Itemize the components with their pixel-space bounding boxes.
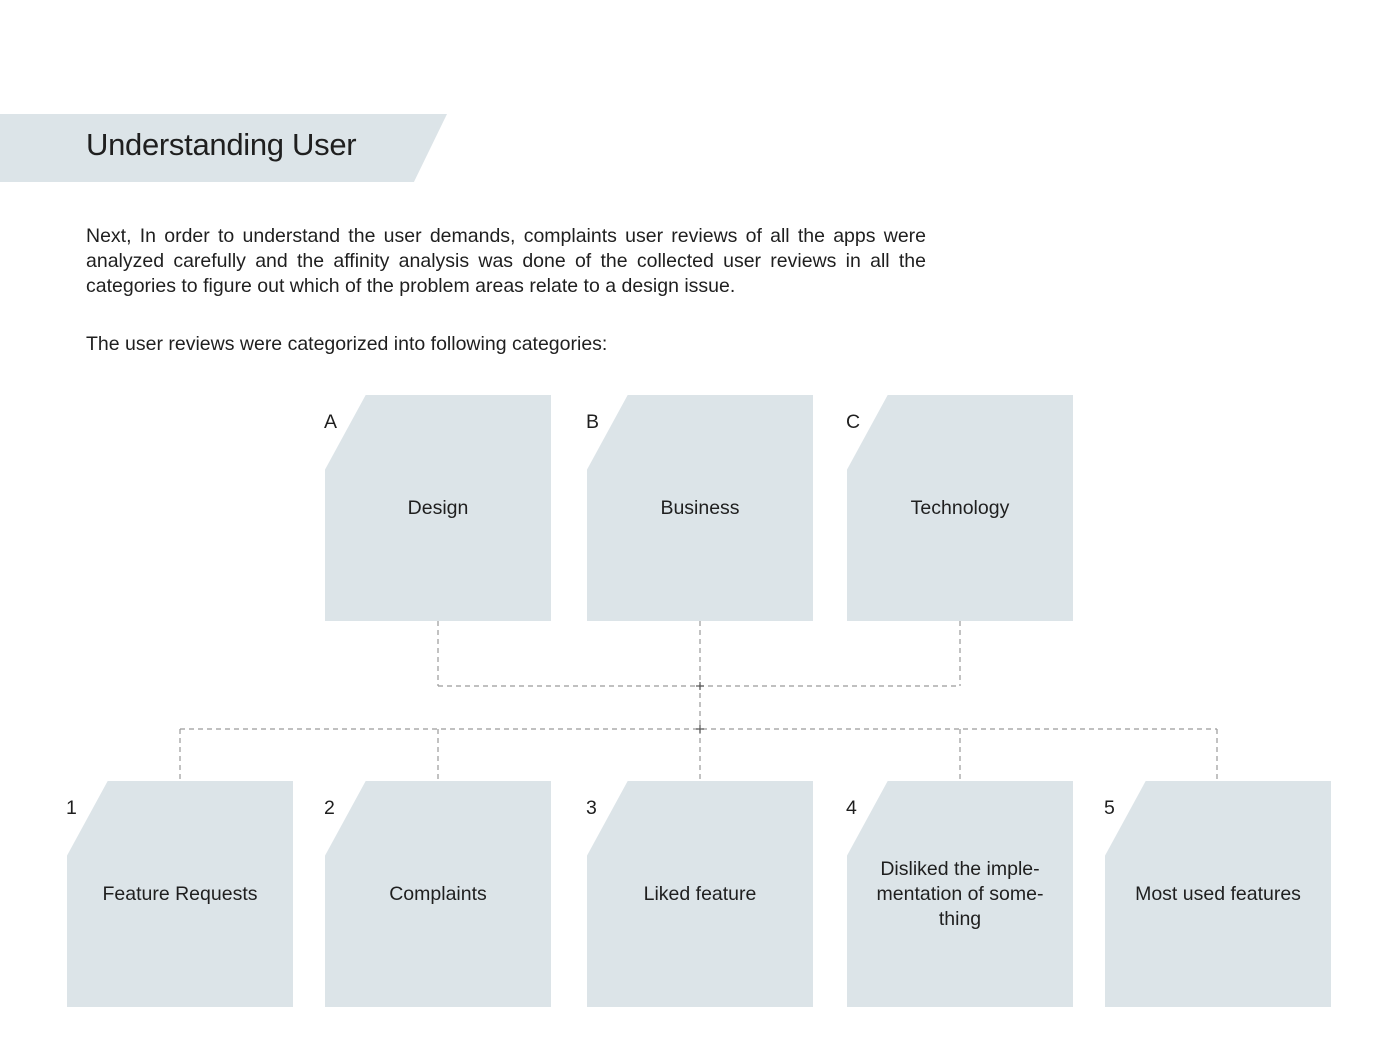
category-label-liked-feature: Liked feature	[643, 882, 757, 905]
category-number-3: 3	[586, 797, 597, 819]
category-label-most-used-features: Most used features	[1135, 882, 1301, 905]
category-card-disliked-implementation: Disliked the imple-mentation of some-thi…	[847, 781, 1073, 1007]
category-card-business: Business	[587, 395, 813, 621]
category-label-design: Design	[407, 496, 469, 519]
page-title: Understanding User	[86, 127, 357, 162]
category-letter-b: B	[586, 411, 600, 433]
category-label-complaints: Complaints	[389, 882, 487, 905]
category-letter-c: C	[846, 411, 861, 433]
intro-paragraph: Next, In order to understand the user de…	[86, 225, 926, 297]
title-banner	[0, 114, 447, 182]
category-label-disliked-implementation: Disliked the imple-mentation of some-thi…	[876, 857, 1044, 930]
category-label-feature-requests: Feature Requests	[102, 882, 258, 905]
category-card-design: Design	[325, 395, 551, 621]
category-card-complaints: Complaints	[325, 781, 551, 1007]
category-card-technology: Technology	[847, 395, 1073, 621]
category-card-most-used-features: Most used features	[1105, 781, 1331, 1007]
category-label-technology: Technology	[910, 496, 1010, 519]
category-label-business: Business	[660, 496, 740, 519]
category-number-5: 5	[1104, 797, 1115, 819]
category-number-2: 2	[324, 797, 335, 819]
category-number-4: 4	[846, 797, 857, 819]
category-card-liked-feature: Liked feature	[587, 781, 813, 1007]
lead-paragraph: The user reviews were categorized into f…	[86, 333, 608, 355]
category-letter-a: A	[324, 411, 338, 433]
category-number-1: 1	[66, 797, 77, 819]
category-card-feature-requests: Feature Requests	[67, 781, 293, 1007]
